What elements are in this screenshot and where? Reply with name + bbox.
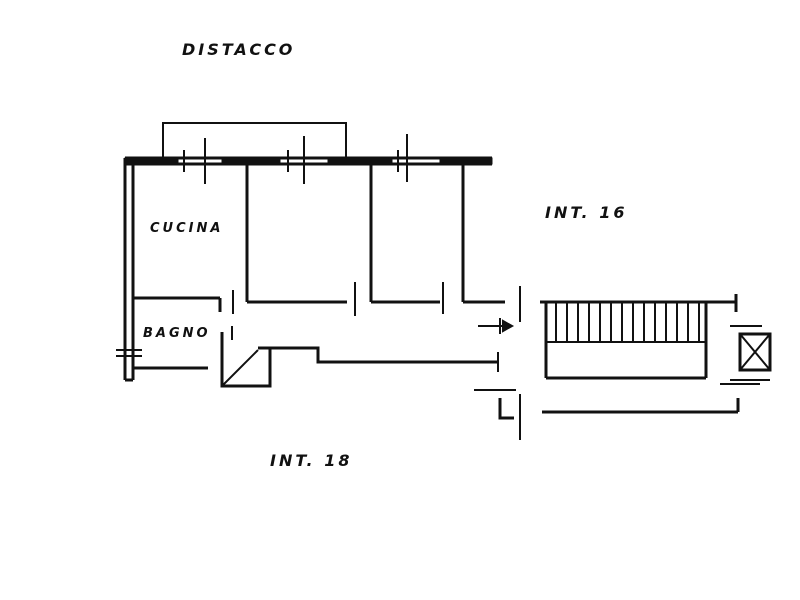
storage-closet	[220, 332, 272, 388]
top-wall	[124, 156, 493, 166]
label-int-18: INT. 18	[270, 451, 352, 470]
label-int-16: INT. 16	[545, 203, 627, 222]
label-bagno: BAGNO	[143, 326, 211, 341]
label-distacco: DISTACCO	[182, 40, 295, 59]
left-wall	[116, 158, 142, 382]
door-ticks	[231, 282, 521, 340]
label-cucina: CUCINA	[150, 221, 223, 236]
elevator-shaft	[730, 325, 772, 372]
stair-landing	[540, 294, 770, 414]
stair-treads	[555, 302, 700, 342]
corridor-wall	[270, 346, 499, 372]
window-markers	[183, 134, 408, 184]
entrance-arrow	[478, 318, 515, 334]
interior-walls	[133, 164, 505, 370]
entry-marker	[474, 389, 521, 440]
balcony	[162, 122, 347, 158]
